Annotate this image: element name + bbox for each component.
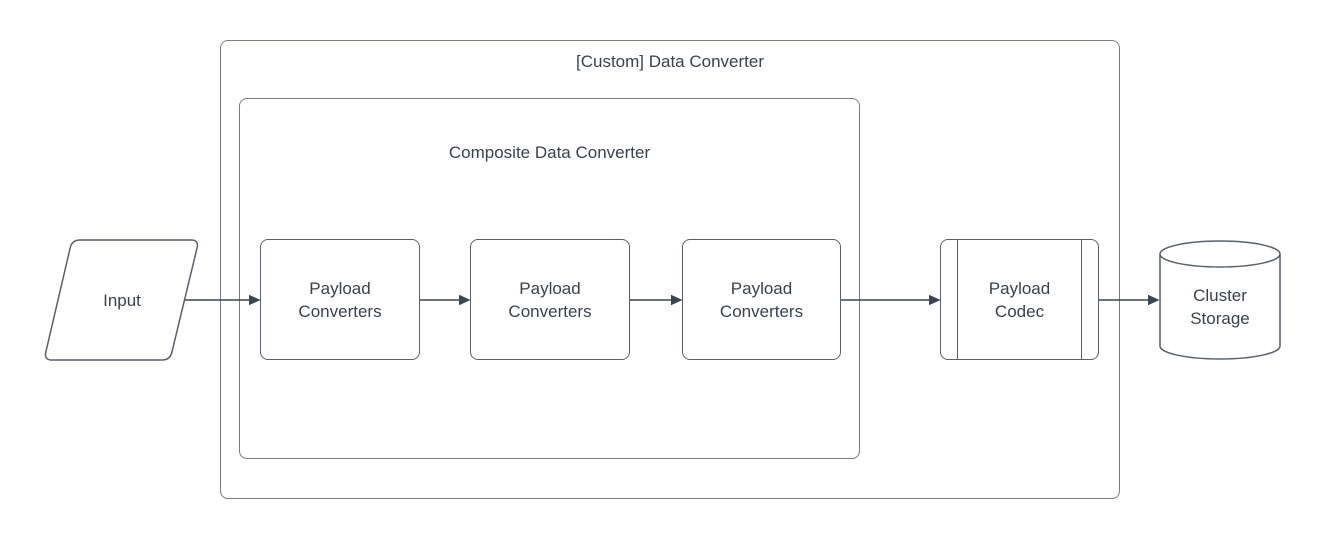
node-payload-converters-1-label: Payload Converters bbox=[298, 278, 382, 321]
node-payload-converters-2-label: Payload Converters bbox=[508, 278, 592, 321]
parallelogram-shape bbox=[44, 239, 199, 361]
node-cluster-storage: Cluster Storage bbox=[1159, 240, 1281, 361]
node-payload-converters-1: Payload Converters bbox=[260, 239, 420, 360]
group-custom-data-converter bbox=[220, 40, 1120, 499]
node-payload-converters-3-label: Payload Converters bbox=[719, 278, 804, 321]
predefined-process-right-bar bbox=[1081, 240, 1082, 359]
cylinder-shape bbox=[1159, 240, 1281, 360]
node-payload-converters-3: Payload Converters bbox=[682, 239, 841, 360]
node-cluster-storage-label: Cluster Storage bbox=[1190, 285, 1250, 328]
group-custom-data-converter-title: [Custom] Data Converter bbox=[575, 52, 764, 71]
node-payload-codec-label: Payload Codec bbox=[988, 278, 1051, 321]
group-composite-data-converter-title: Composite Data Converter bbox=[448, 143, 651, 162]
predefined-process-left-bar bbox=[957, 240, 958, 359]
node-input: Input bbox=[43, 239, 201, 361]
node-payload-converters-2: Payload Converters bbox=[470, 239, 630, 360]
node-payload-codec: Payload Codec bbox=[940, 239, 1099, 360]
group-composite-data-converter bbox=[239, 98, 860, 459]
node-input-label: Input bbox=[103, 290, 141, 310]
